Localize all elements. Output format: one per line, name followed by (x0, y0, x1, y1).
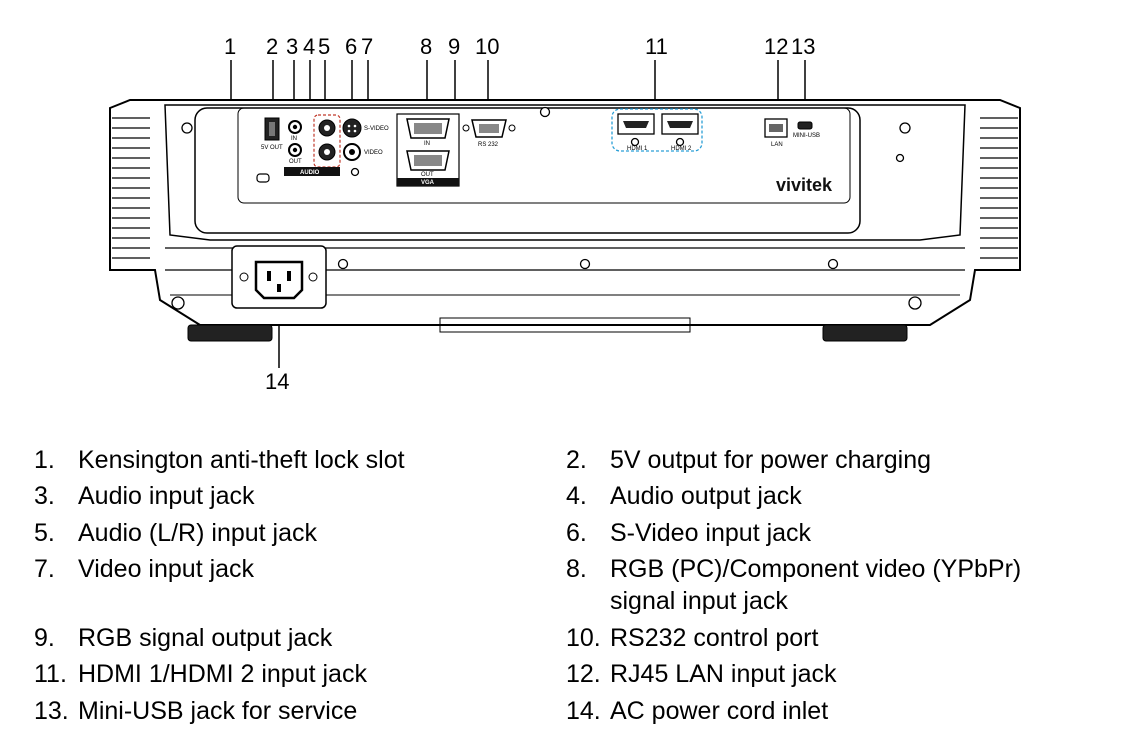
legend-number: 3. (34, 482, 55, 510)
label-hdmi1: HDMI 1 (627, 146, 648, 152)
callout-4: 4 (303, 34, 315, 59)
label-svideo: S-VIDEO (364, 126, 389, 132)
legend-text: Mini-USB jack for service (78, 697, 358, 725)
svideo-jack (342, 118, 362, 138)
label-rs232: RS 232 (478, 142, 499, 148)
label-5v-out: 5V OUT (261, 145, 283, 151)
mini-usb-port (797, 121, 813, 130)
legend-text: Audio input jack (78, 482, 255, 510)
screws (171, 106, 922, 310)
projector-rear-diagram: 1 2 3 4 5 6 7 8 9 10 11 12 13 14 (109, 34, 1021, 394)
left-vent-grille (112, 117, 150, 259)
label-lan: LAN (771, 142, 783, 148)
callout-13: 13 (791, 34, 815, 59)
legend-number: 2. (566, 446, 587, 474)
callout-6: 6 (345, 34, 357, 59)
legend-text: Audio output jack (610, 482, 802, 510)
port-legend: 1. Kensington anti-theft lock slot 2. 5V… (0, 440, 1130, 740)
legend-number: 10. (566, 624, 601, 652)
callout-10: 10 (475, 34, 499, 59)
callout-11: 11 (645, 34, 668, 59)
left-foot (187, 324, 273, 342)
label-audio-out: OUT (289, 159, 302, 165)
legend-text: RGB signal output jack (78, 624, 333, 652)
legend-number: 8. (566, 555, 587, 583)
label-vga: VGA (421, 180, 435, 186)
callout-9: 9 (448, 34, 460, 59)
label-hdmi2: HDMI 2 (671, 146, 692, 152)
legend-number: 14. (566, 697, 601, 725)
callout-12: 12 (764, 34, 788, 59)
legend-number: 1. (34, 446, 55, 474)
right-vent-grille (980, 117, 1018, 259)
callout-numbers: 1 2 3 4 5 6 7 8 9 10 11 12 13 14 (224, 34, 815, 394)
legend-text: S-Video input jack (610, 519, 812, 547)
ports: 5V OUT IN OUT AUDIO S-VIDEO VIDEO IN OUT (231, 108, 833, 309)
legend-number: 4. (566, 482, 587, 510)
brand-logo-text: vivitek (776, 175, 833, 195)
callout-1: 1 (224, 34, 236, 59)
legend-text: Audio (L/R) input jack (78, 519, 318, 547)
callout-5: 5 (318, 34, 330, 59)
legend-text: signal input jack (610, 587, 788, 615)
callout-7: 7 (361, 34, 373, 59)
right-foot (822, 324, 908, 342)
legend-text: RS232 control port (610, 624, 819, 652)
legend-number: 11. (34, 660, 67, 688)
callout-3: 3 (286, 34, 298, 59)
legend-text: AC power cord inlet (610, 697, 829, 725)
label-vga-in: IN (424, 141, 430, 147)
label-mini-usb: MINI-USB (793, 133, 820, 139)
callout-2: 2 (266, 34, 278, 59)
callout-14: 14 (265, 369, 289, 394)
legend-number: 12. (566, 660, 601, 688)
label-video: VIDEO (364, 150, 383, 156)
label-audio: AUDIO (300, 170, 320, 176)
legend-number: 9. (34, 624, 55, 652)
legend-text: Kensington anti-theft lock slot (78, 446, 405, 474)
callout-8: 8 (420, 34, 432, 59)
legend-text: RJ45 LAN input jack (610, 660, 837, 688)
label-audio-in: IN (291, 136, 297, 142)
kensington-slot (256, 173, 270, 183)
legend-number: 5. (34, 519, 55, 547)
legend-text: RGB (PC)/Component video (YPbPr) (610, 555, 1022, 583)
legend-number: 13. (34, 697, 69, 725)
projector-body (109, 99, 1021, 342)
legend-number: 6. (566, 519, 587, 547)
legend-text: 5V output for power charging (610, 446, 932, 474)
legend-number: 7. (34, 555, 55, 583)
legend-text: Video input jack (78, 555, 255, 583)
label-vga-out: OUT (421, 172, 434, 178)
legend-text: HDMI 1/HDMI 2 input jack (78, 660, 367, 688)
